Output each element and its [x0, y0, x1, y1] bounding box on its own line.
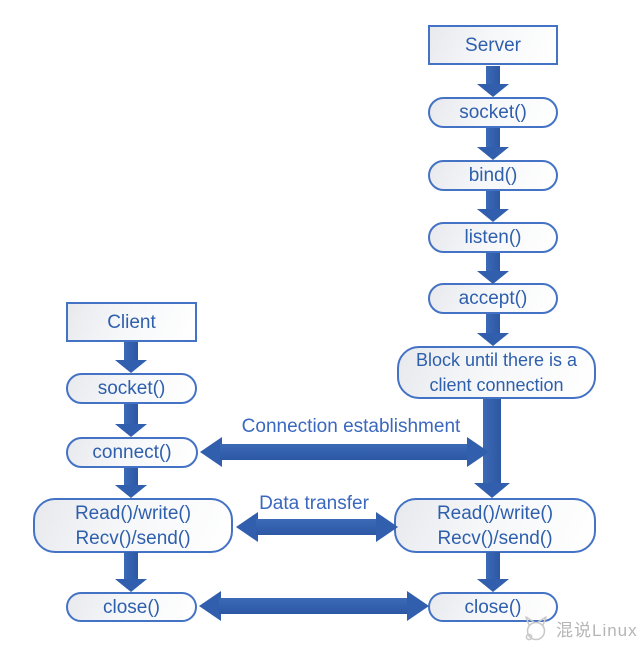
client-header-label: Client: [107, 311, 156, 333]
server-listen-label: listen(): [464, 227, 522, 248]
client-connect-box: connect(): [66, 437, 198, 468]
arrow-stem: [124, 468, 138, 486]
arrow-stem: [486, 128, 500, 148]
arrow-head-down-icon: [115, 360, 147, 373]
data-transfer-label: Data transfer: [259, 493, 369, 514]
client-connect-label: connect(): [92, 442, 172, 463]
connection-establishment-label: Connection establishment: [241, 416, 461, 437]
arrow-head-left-icon: [236, 512, 258, 542]
arrow-stem: [124, 342, 138, 361]
client-socket-label: socket(): [97, 378, 166, 399]
arrow-stem: [486, 253, 500, 272]
arrow-head-down-icon: [115, 424, 147, 437]
server-socket-label: socket(): [459, 102, 527, 123]
arrow-head-down-icon: [115, 485, 147, 498]
server-io-line1: Read()/write(): [436, 502, 554, 524]
arrow-head-right-icon: [407, 591, 429, 621]
server-close-box: close(): [428, 592, 558, 622]
server-io-box: Read()/write() Recv()/send(): [394, 498, 596, 553]
down-arrow-client-io-to-close: [115, 552, 147, 592]
client-close-label: close(): [102, 596, 160, 618]
arrow-stem: [486, 314, 500, 334]
arrow-stem: [124, 552, 138, 580]
down-arrow-server-to-socket: [477, 66, 509, 97]
server-block-box: Block until there is a client connection: [397, 346, 596, 399]
arrow-head-down-icon: [477, 147, 509, 160]
client-io-line1: Read()/write(): [74, 502, 192, 524]
arrow-stem: [486, 552, 500, 580]
arrow-head-down-icon: [477, 333, 509, 346]
server-accept-label: accept(): [458, 288, 528, 309]
arrow-head-down-icon: [477, 579, 509, 592]
arrow-stem: [256, 519, 378, 535]
cat-sketch-icon: [525, 616, 547, 641]
arrow-head-down-icon: [477, 209, 509, 222]
server-accept-box: accept(): [428, 283, 558, 314]
watermark-text: 混说Linux: [556, 620, 638, 640]
client-socket-box: socket(): [66, 373, 197, 404]
double-arrow-close-close: [199, 591, 429, 621]
arrow-head-down-icon: [115, 579, 147, 592]
arrow-head-right-icon: [467, 437, 489, 467]
arrow-head-down-icon: [477, 271, 509, 284]
arrow-head-down-icon: [474, 483, 510, 498]
client-header-box: Client: [66, 302, 197, 342]
server-block-line2: client connection: [429, 374, 564, 395]
client-close-box: close(): [66, 592, 197, 622]
double-arrow-data-transfer: [236, 512, 398, 542]
watermark: 混说Linux: [519, 611, 638, 645]
arrow-stem: [486, 66, 500, 85]
server-header-label: Server: [465, 34, 521, 56]
double-arrow-connection-establishment: [200, 437, 489, 467]
server-listen-box: listen(): [428, 222, 558, 253]
down-arrow-listen-to-accept: [477, 253, 509, 284]
down-arrow-server-io-to-close: [477, 552, 509, 592]
down-arrow-bind-to-listen: [477, 191, 509, 222]
arrow-head-down-icon: [477, 84, 509, 97]
arrow-stem: [124, 404, 138, 425]
server-socket-box: socket(): [428, 97, 558, 128]
arrow-stem: [220, 444, 469, 460]
client-io-box: Read()/write() Recv()/send(): [33, 498, 233, 553]
down-arrow-socket-to-bind: [477, 128, 509, 160]
arrow-head-left-icon: [200, 437, 222, 467]
arrow-head-left-icon: [199, 591, 221, 621]
server-io-line2: Recv()/send(): [437, 527, 553, 549]
down-arrow-connect-to-client-io: [115, 468, 147, 498]
arrow-stem: [486, 191, 500, 210]
server-header-box: Server: [428, 25, 558, 65]
arrow-stem: [219, 598, 409, 614]
client-io-line2: Recv()/send(): [75, 527, 191, 549]
arrow-head-right-icon: [376, 512, 398, 542]
server-block-line1: Block until there is a: [415, 349, 578, 370]
server-bind-label: bind(): [468, 165, 518, 186]
down-arrow-socket-to-connect: [115, 404, 147, 437]
down-arrow-client-to-socket: [115, 342, 147, 373]
server-close-label: close(): [464, 596, 522, 618]
down-arrow-accept-to-block: [477, 314, 509, 346]
server-bind-box: bind(): [428, 160, 558, 191]
